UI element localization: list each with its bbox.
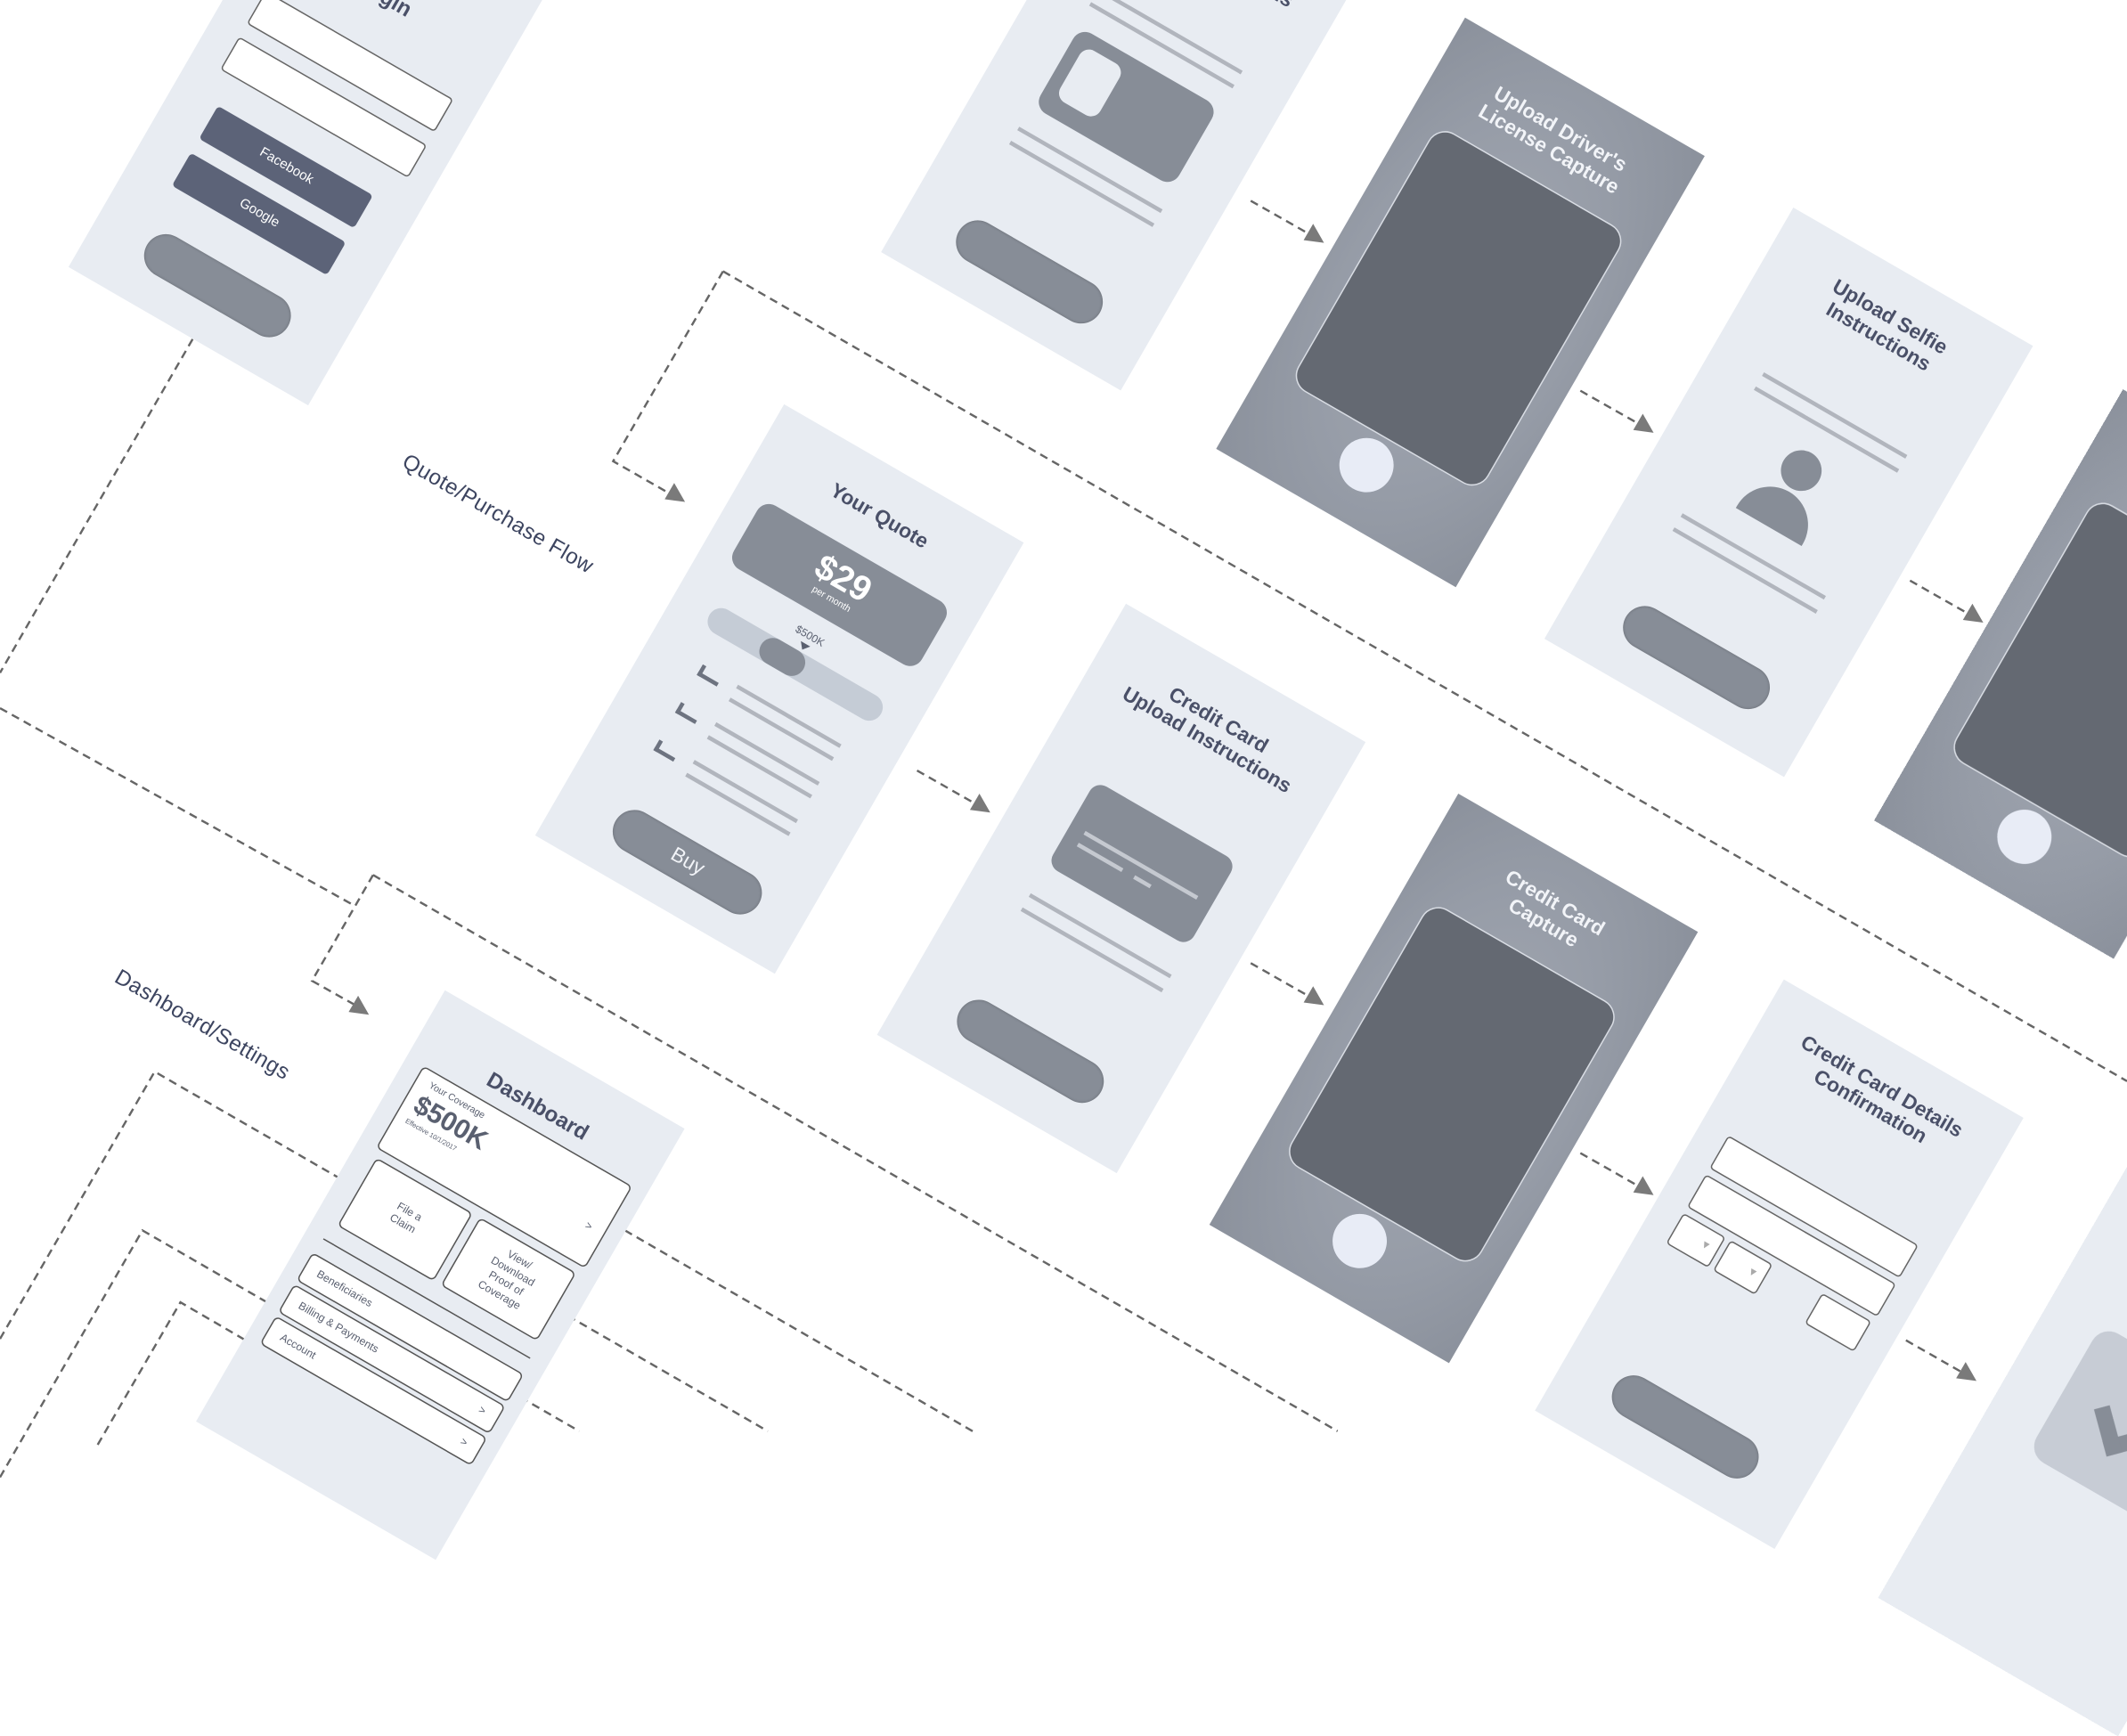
connector-step bbox=[1905, 1339, 1964, 1374]
connector-dashboard-out-1 bbox=[612, 1222, 974, 1432]
text-placeholder-line bbox=[728, 697, 835, 762]
connector-to-dashboard-a bbox=[0, 706, 356, 908]
connector-step bbox=[916, 770, 978, 806]
person-avatar-icon bbox=[1725, 433, 1846, 562]
chevron-right-icon: > bbox=[476, 1403, 488, 1418]
connector-login-down bbox=[0, 338, 194, 674]
checkmark-icon bbox=[2093, 1387, 2127, 1457]
text-placeholder-line bbox=[713, 721, 820, 786]
connector-long-middle bbox=[372, 874, 1339, 1432]
checkmark-icon bbox=[697, 664, 723, 687]
connector-dashboard-2 bbox=[0, 1228, 310, 1479]
connector-step bbox=[1579, 1152, 1641, 1188]
arrowhead-icon bbox=[1633, 1176, 1654, 1195]
connector-long-top bbox=[722, 270, 2127, 1082]
text-placeholder-line bbox=[706, 735, 812, 799]
arrowhead-icon bbox=[664, 483, 686, 502]
connector-step bbox=[1250, 962, 1311, 998]
confirm-button[interactable] bbox=[1603, 1367, 1767, 1487]
success-badge bbox=[2026, 1324, 2127, 1536]
dropdown-arrow-icon: ▼ bbox=[1698, 1237, 1714, 1253]
photo-placeholder bbox=[1055, 45, 1125, 121]
menu-item-label: Account bbox=[278, 1331, 319, 1362]
slider-knob[interactable] bbox=[754, 632, 811, 681]
connector-dashboard-1 bbox=[0, 1070, 361, 1340]
arrowhead-icon bbox=[1303, 986, 1324, 1006]
connector-step bbox=[1579, 389, 1641, 426]
connector-to-quote bbox=[611, 270, 724, 495]
checkmark-icon bbox=[674, 702, 702, 724]
connector-step bbox=[1250, 200, 1311, 236]
arrowhead-icon bbox=[1962, 603, 1984, 623]
connector-dashboard-3 bbox=[96, 1300, 273, 1446]
arrowhead-icon bbox=[348, 995, 370, 1015]
arrowhead-icon bbox=[1303, 224, 1324, 243]
connector-dashboard-out-2 bbox=[555, 1308, 769, 1432]
chevron-right-icon: > bbox=[583, 1218, 595, 1234]
arrowhead-icon bbox=[1956, 1362, 1977, 1381]
text-placeholder-line bbox=[685, 772, 791, 836]
checkmark-icon bbox=[653, 739, 680, 762]
flow-connectors bbox=[0, 200, 2127, 1479]
connector-to-dashboard bbox=[310, 874, 374, 1007]
arrowhead-icon bbox=[969, 793, 990, 813]
license-card-icon bbox=[1033, 27, 1219, 187]
chevron-right-icon: > bbox=[458, 1435, 470, 1449]
dropdown-arrow-icon: ▼ bbox=[1745, 1264, 1761, 1281]
arrowhead-icon bbox=[1633, 413, 1654, 433]
connector-step bbox=[1909, 579, 1970, 615]
text-placeholder-line bbox=[692, 760, 798, 824]
